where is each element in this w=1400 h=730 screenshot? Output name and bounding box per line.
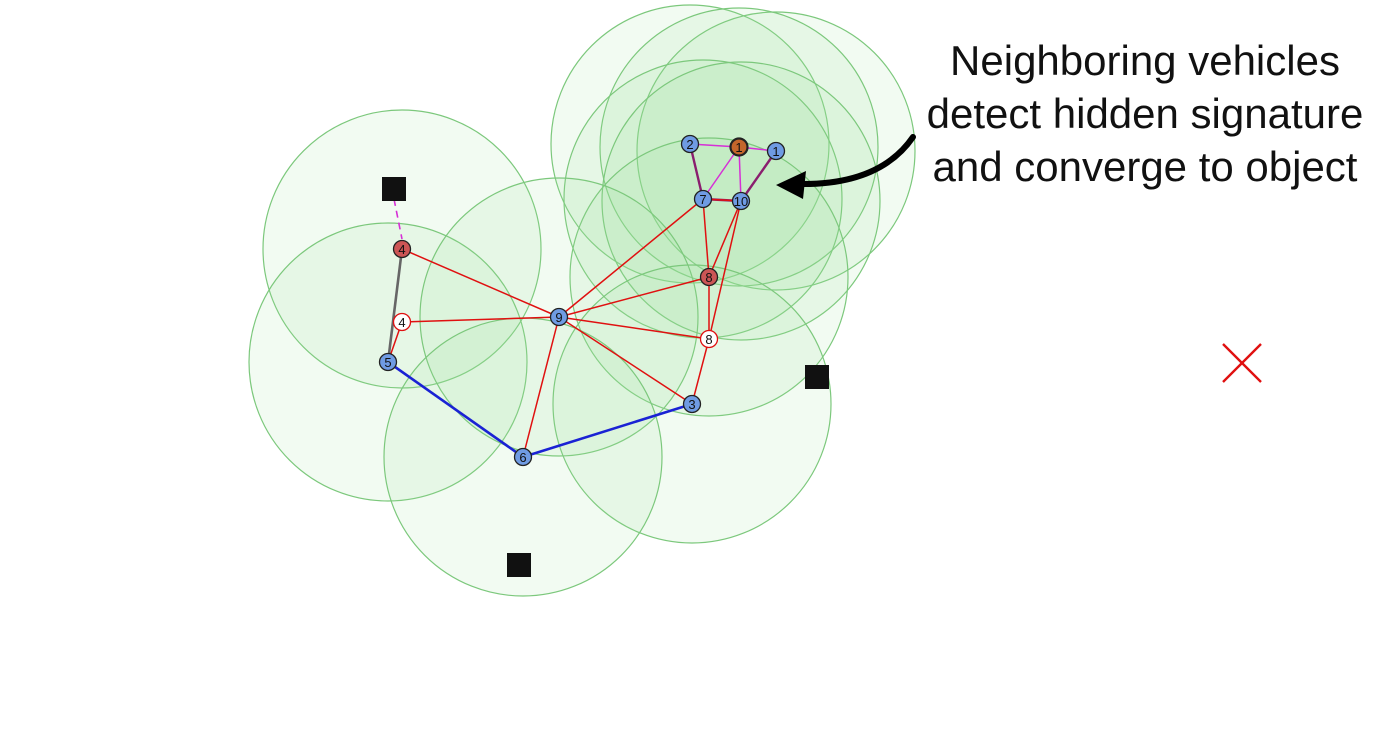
node-n1obj: 1 [729,137,749,157]
annotation-text: Neighboring vehicles detect hidden signa… [905,34,1385,193]
node-marker [378,352,398,372]
link-n4r-n9 [401,248,560,318]
obstacle-a-square [382,177,406,201]
node-n5: 5 [378,352,398,372]
node-n10: 10 [731,191,751,211]
node-n7: 7 [693,189,713,209]
link-n9-n3 [558,316,693,405]
node-marker [699,267,719,287]
annotation-line-3: and converge to object [932,143,1358,190]
node-label: 3 [688,397,695,412]
link-n6-n3 [522,402,693,459]
node-marker [693,189,713,209]
node-marker [392,312,412,332]
node-n4w: 4 [392,312,412,332]
obstacles [382,177,829,577]
node-marker [729,137,749,157]
node-marker [680,134,700,154]
dashed-link-obstacle-a-n4r [393,198,403,240]
obstacle-c-square [507,553,531,577]
node-label: 8 [705,332,712,347]
node-n1: 1 [766,141,786,161]
node-n4r: 4 [392,239,412,259]
node-marker [699,329,719,349]
node-marker [766,141,786,161]
annotation-line-2: detect hidden signature [926,90,1364,137]
link-n4r-n5 [386,248,404,363]
node-marker [513,447,533,467]
node-marker [682,394,702,414]
node-n8w: 8 [699,329,719,349]
annotation-line-1: Neighboring vehicles [950,37,1340,84]
node-label: 6 [519,450,526,465]
link-n10-n1 [740,150,777,202]
link-n4w-n9 [401,316,560,323]
link-n5-n6 [387,360,524,459]
node-label: 1 [735,140,742,155]
node-label: 9 [555,310,562,325]
node-label: 1 [772,144,779,159]
goal-marker [1222,343,1262,383]
curved-arrow-icon [797,134,916,188]
node-marker [731,191,751,211]
link-n1obj-n7 [702,146,740,200]
link-n8r-n10 [708,200,742,278]
node-n2: 2 [680,134,700,154]
node-label: 2 [686,137,693,152]
sensor-ranges [248,4,916,597]
node-label: 8 [705,270,712,285]
node-label: 4 [398,242,405,257]
arrow-head-icon [776,171,806,199]
node-label: 10 [734,194,748,209]
link-n9-n6 [522,316,560,458]
node-marker [549,307,569,327]
link-n9-n7 [558,198,704,318]
communication-links [386,143,777,459]
node-label: 7 [699,192,706,207]
link-n3-n8w [691,338,710,405]
link-n9-n8w [558,316,710,340]
obstacle-b-square [805,365,829,389]
node-n9: 9 [549,307,569,327]
cross-mark-icon-stroke [1222,343,1262,383]
annotation-arrow [776,134,916,199]
link-n2-n7 [688,143,705,200]
link-n8w-n10 [708,200,742,340]
node-n6: 6 [513,447,533,467]
node-n3: 3 [682,394,702,414]
node-marker [392,239,412,259]
node-label: 4 [398,315,405,330]
node-label: 5 [384,355,391,370]
vehicle-nodes: 2 1 1 7 10 8 4 4 9 8 5 3 6 [378,134,786,467]
link-n8r-n7 [702,198,710,278]
link-n9-n8r [558,276,710,318]
node-n8r: 8 [699,267,719,287]
